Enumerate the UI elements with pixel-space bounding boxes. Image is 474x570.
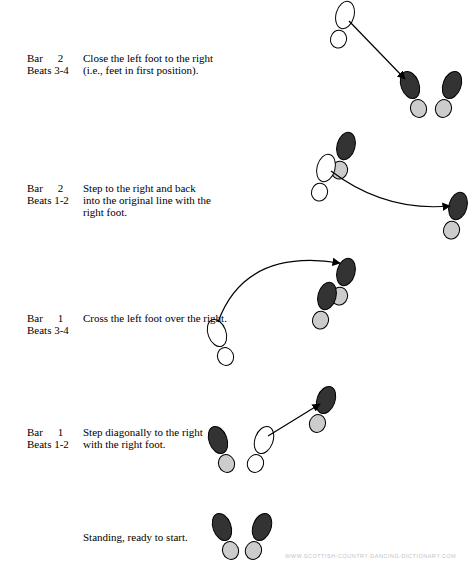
beats-label: Beats 3-4 [27,324,87,336]
bar-label: Bar 1 [27,312,87,324]
foot-heel [216,452,237,474]
step-description: Cross the left foot over the right. [83,312,228,324]
foot-heel [310,309,330,331]
foot-ball [397,69,423,101]
foot-ball [439,69,465,101]
step-description: Close the left foot to the right (i.e., … [83,52,218,76]
foot-heel [243,539,264,561]
foot-print [209,511,242,562]
beats-label: Beats 1-2 [27,194,87,206]
foot-heel [307,412,328,434]
step-description: Step diagonally to the right with the ri… [83,426,218,450]
foot-heel [245,452,266,474]
watermark: WWW.SCOTTISH-COUNTRY-DANCING-DICTIONARY.… [285,553,474,560]
foot-heel [215,345,236,367]
foot-ball [315,280,340,312]
movement-arrow [268,404,320,436]
foot-ball [314,152,339,184]
foot-ball [334,130,359,162]
foot-ball [251,424,277,456]
beats-label: Beats 3-4 [27,64,87,76]
step-description: Step to the right and back into the orig… [83,182,215,218]
foot-heel [408,97,429,119]
foot-ball [313,384,339,416]
foot-print [432,69,465,120]
foot-heel [328,28,348,50]
step-description: Standing, ready to start. [83,531,253,543]
movement-arrow [349,21,405,79]
foot-print [242,511,275,562]
foot-ball [249,511,275,543]
foot-print-outline [244,424,277,475]
foot-print [441,190,471,241]
movement-arrow [218,260,340,322]
bar-label: Bar 2 [27,182,87,194]
foot-heel [309,181,329,203]
beats-label: Beats 1-2 [27,438,87,450]
foot-print-outline [309,152,339,203]
foot-print [205,424,238,475]
foot-ball [205,424,231,456]
foot-print [310,280,340,331]
bar-label: Bar 1 [27,426,87,438]
bar-label: Bar 2 [27,52,87,64]
foot-ball [209,511,235,543]
foot-heel [441,219,461,241]
movement-arrow [331,171,450,207]
foot-heel [220,539,241,561]
foot-print-outline [204,317,237,368]
foot-ball [334,256,359,288]
foot-heel [433,97,454,119]
